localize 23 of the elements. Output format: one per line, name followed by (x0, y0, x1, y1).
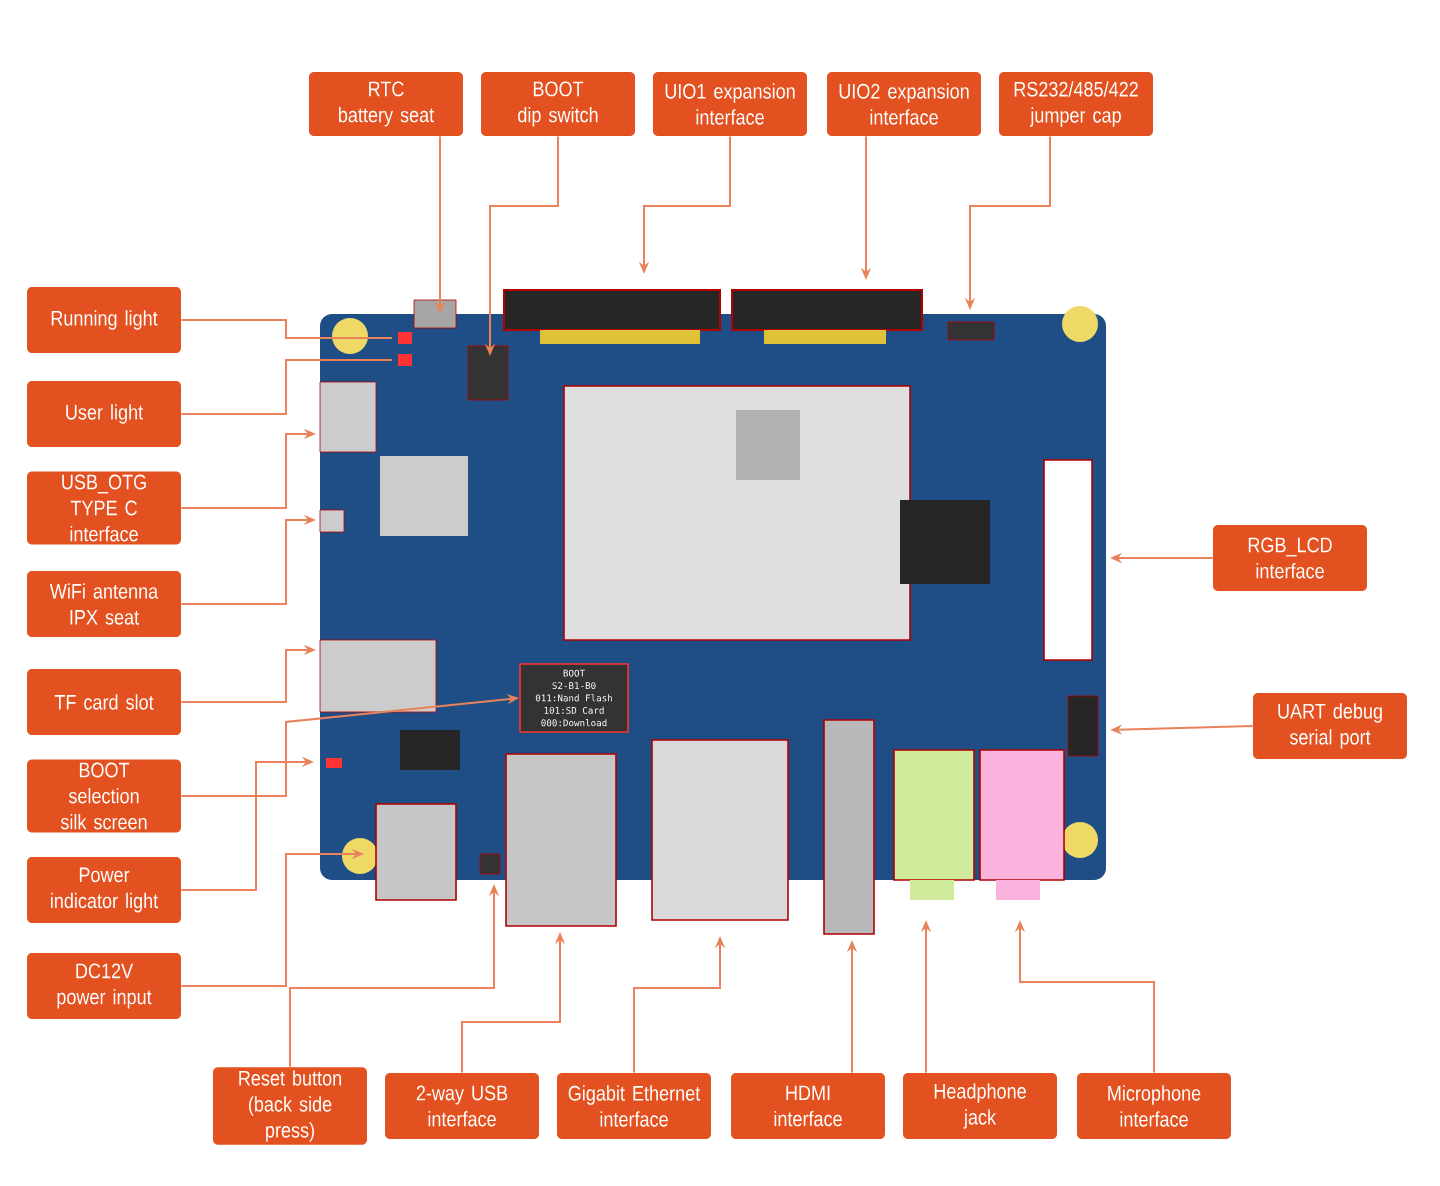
callout-box: UIO1 expansion interface (653, 72, 807, 136)
callout-box: RGB_LCD interface (1213, 525, 1367, 591)
callout-box: DC12V power input (27, 953, 181, 1019)
callout-box: UART debug serial port (1253, 693, 1407, 759)
callout-box: BOOT dip switch (481, 72, 635, 136)
callout-box: UIO2 expansion interface (827, 72, 981, 136)
callout-box: Reset button (back side press) (213, 1067, 367, 1145)
callout-box: Headphone jack (903, 1073, 1057, 1139)
callout-box: USB_OTG TYPE C interface (27, 471, 181, 545)
callout-box: User light (27, 381, 181, 447)
callout-box: TF card slot (27, 669, 181, 735)
callout-box: HDMI interface (731, 1073, 885, 1139)
callout-box: Running light (27, 287, 181, 353)
callout-box: BOOT selection silk screen (27, 759, 181, 833)
callout-box: Gigabit Ethernet interface (557, 1073, 711, 1139)
leader-line (180, 319, 393, 339)
callout-box: RTC battery seat (309, 72, 463, 136)
callout-box: WiFi antenna IPX seat (27, 571, 181, 637)
callout-box: Microphone interface (1077, 1073, 1231, 1139)
callout-box: 2-way USB interface (385, 1073, 539, 1139)
callout-box: Power indicator light (27, 857, 181, 923)
callout-box: RS232/485/422 jumper cap (999, 72, 1153, 136)
leader-line (180, 359, 393, 415)
